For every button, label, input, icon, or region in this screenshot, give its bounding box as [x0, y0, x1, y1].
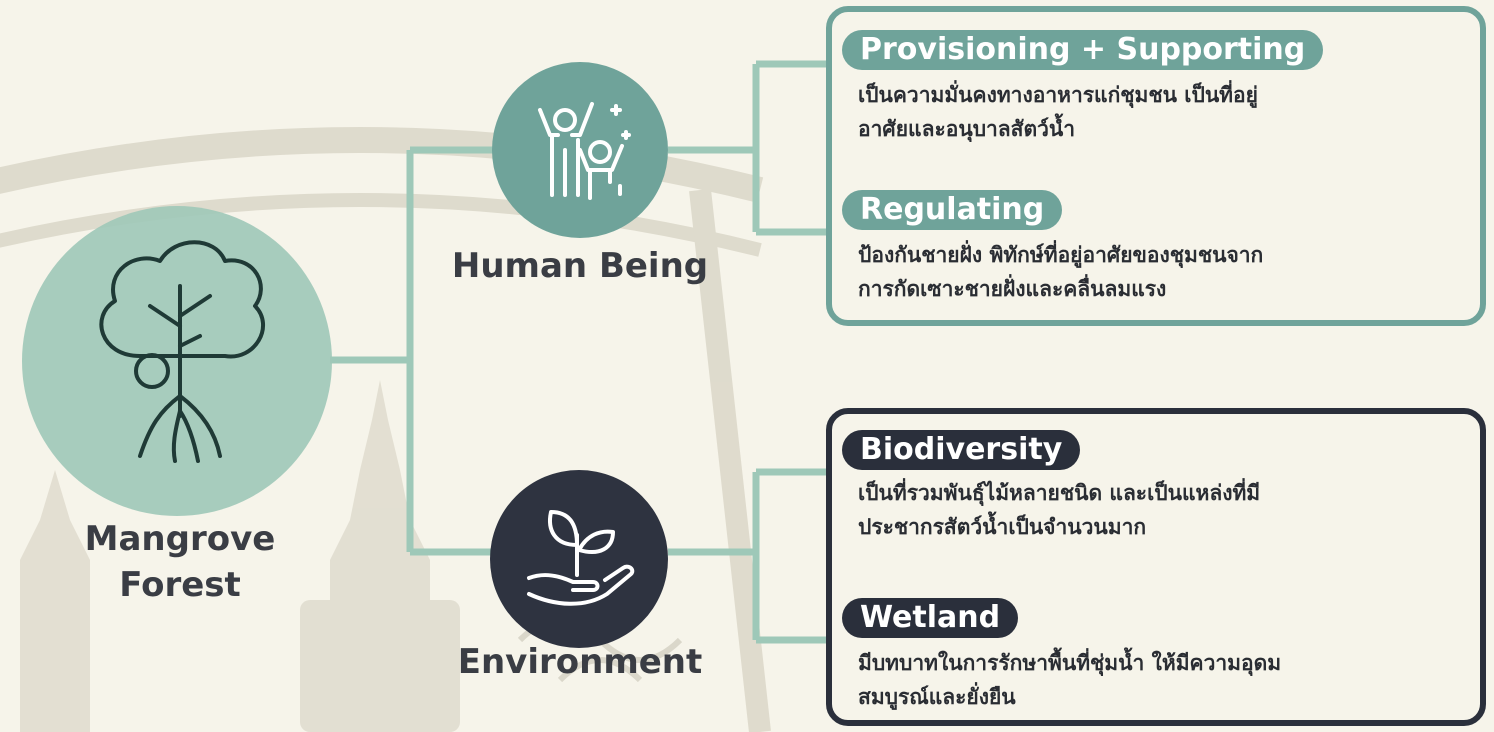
mangrove-tree-icon — [99, 240, 266, 463]
regulating-badge: Regulating — [842, 190, 1063, 230]
biodiversity-description: เป็นที่รวมพันธุ์ไม้หลายชนิด และเป็นแหล่ง… — [858, 481, 1261, 539]
human-being-label: Human Being — [451, 246, 709, 286]
human-being-services-panel: Provisioning + Supporting เป็นความมั่นคง… — [826, 6, 1486, 326]
environment-services-panel: Biodiversity เป็นที่รวมพันธุ์ไม้หลายชนิด… — [826, 408, 1486, 726]
root-node-label: Mangrove Forest — [84, 519, 276, 605]
people-cheering-icon — [538, 102, 631, 200]
root-node-circle — [22, 206, 332, 516]
provisioning-supporting-description: เป็นความมั่นคงทางอาหารแก่ชุมชน เป็นที่อย… — [858, 83, 1258, 141]
biodiversity-badge: Biodiversity — [842, 430, 1081, 470]
provisioning-supporting-badge: Provisioning + Supporting — [842, 30, 1324, 70]
wetland-badge: Wetland — [842, 598, 1019, 638]
hand-holding-sprout-icon — [527, 510, 635, 606]
regulating-description: ป้องกันชายฝั่ง พิทักษ์ที่อยู่อาศัยของชุม… — [858, 243, 1264, 301]
environment-label: Environment — [457, 642, 703, 682]
wetland-description: มีบทบาทในการรักษาพื้นที่ชุ่มน้ำ ให้มีควา… — [858, 651, 1282, 709]
